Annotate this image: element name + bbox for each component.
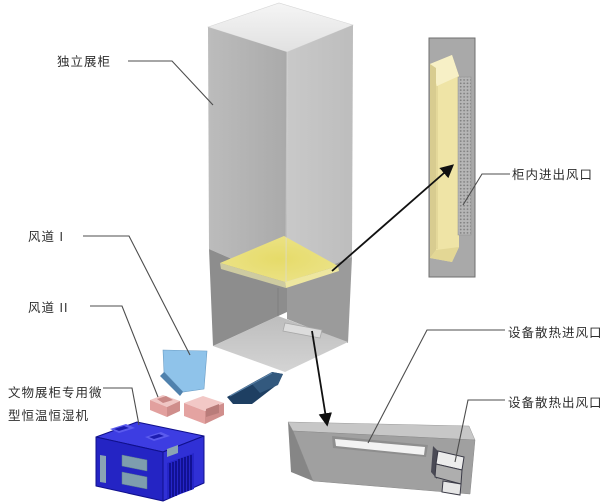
- panel-left-bevel: [430, 64, 436, 258]
- deck-front-right-edge: [285, 266, 339, 288]
- leader-cabinet: [128, 60, 214, 106]
- leader-heat-outlet: [454, 399, 505, 463]
- duct2a-front: [150, 400, 167, 417]
- machine-handle-2-slot: [149, 434, 164, 439]
- navy-connector: [227, 372, 283, 404]
- leader-heat-inlet: [367, 329, 505, 444]
- inlet-slot: [335, 439, 425, 455]
- duct2b-opening: [206, 404, 219, 417]
- duct1-edge: [160, 372, 183, 396]
- leader-cabinet-vent: [462, 173, 510, 206]
- duct1-body: [162, 349, 208, 393]
- arrow-to-wall-detail: [331, 164, 455, 272]
- machine-side-vent: [100, 455, 106, 483]
- showcase-cabinet: [207, 2, 354, 372]
- leader-lines: [83, 60, 510, 463]
- base-detail: [287, 421, 476, 496]
- machine-handle-1-slot: [114, 426, 129, 431]
- machine-vent-2: [121, 471, 148, 490]
- cabinet-left-face: [208, 27, 287, 283]
- air-duct-2: [150, 395, 224, 424]
- duct2a-recess: [157, 396, 173, 403]
- leader-machine: [103, 387, 140, 426]
- connector-highlight: [229, 372, 273, 397]
- connector-facet: [252, 372, 283, 393]
- wall-detail-panel: [428, 37, 476, 278]
- deck-top: [220, 236, 338, 282]
- duct2a-side: [167, 401, 180, 417]
- label-cabinet-vent: 柜内进出风口: [512, 168, 594, 182]
- machine-grille-lines: [169, 455, 192, 498]
- label-duct1: 风道 I: [28, 230, 64, 244]
- panel-top-bevel: [430, 55, 459, 86]
- machine-port: [167, 445, 178, 457]
- base-left-face: [288, 422, 313, 481]
- cabinet-base-left: [209, 249, 287, 346]
- arrow-to-base-detail: [311, 330, 332, 427]
- duct2b-front: [184, 403, 205, 424]
- flow-arrows: [311, 164, 455, 427]
- label-cabinet: 独立展柜: [57, 55, 112, 69]
- label-duct2: 风道 II: [28, 301, 69, 315]
- cabinet-front-edge-highlight: [285, 51, 288, 283]
- cabinet-right-face: [287, 25, 353, 283]
- machine-vent-1: [121, 454, 148, 472]
- label-heat-inlet: 设备散热进风口: [508, 326, 600, 340]
- outlet-box-step: [441, 480, 462, 496]
- label-heat-outlet: 设备散热出风口: [508, 396, 600, 410]
- leader-duct1: [83, 235, 191, 356]
- duct2b-top: [184, 396, 224, 411]
- air-duct-1: [160, 349, 208, 396]
- perforated-vent-strip: [457, 76, 472, 236]
- label-machine: 文物展柜专用微型恒温恒湿机: [8, 386, 103, 423]
- panel-bottom-bevel: [430, 247, 459, 262]
- climate-machine: [95, 421, 205, 502]
- deck-front-left-edge: [220, 263, 286, 288]
- leader-duct2: [90, 305, 159, 398]
